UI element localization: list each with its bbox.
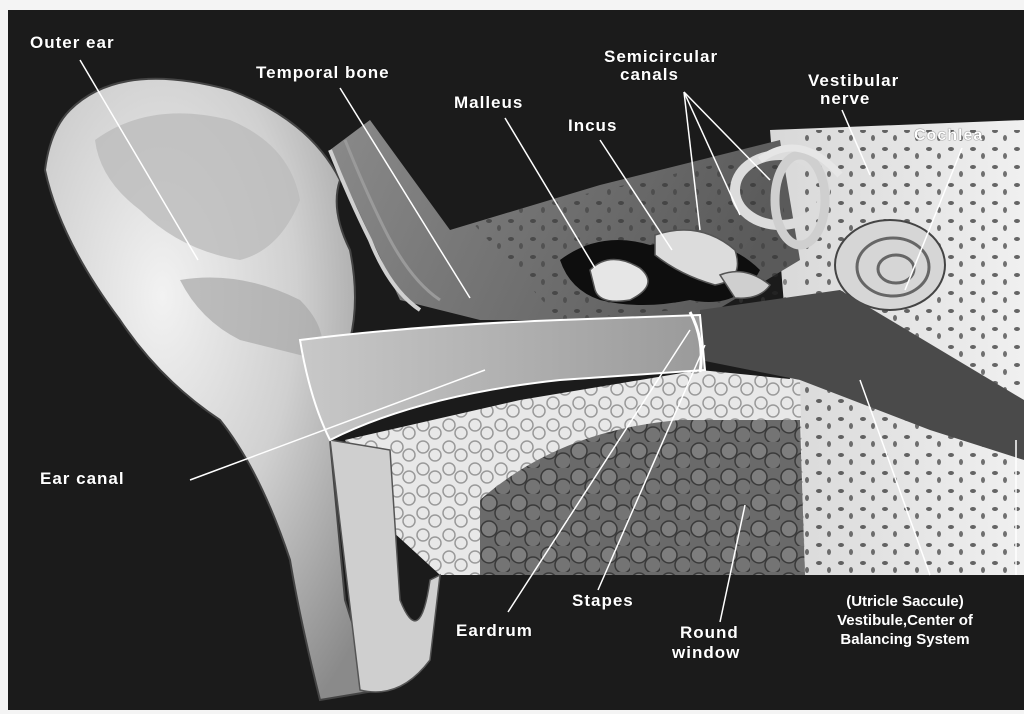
- label-temporal-bone: Temporal bone: [256, 64, 390, 82]
- label-vestibular-nerve-line2: nerve: [820, 90, 870, 108]
- caption-vestibule: (Utricle Saccule) Vestibule,Center of Ba…: [800, 592, 1010, 649]
- label-semicircular-canals-line2: canals: [620, 66, 679, 84]
- label-outer-ear: Outer ear: [30, 34, 115, 52]
- label-malleus: Malleus: [454, 94, 523, 112]
- label-round-window-line1: Round: [680, 624, 739, 642]
- label-ear-canal: Ear canal: [40, 470, 125, 488]
- caption-line-2: Vestibule,Center of: [800, 611, 1010, 630]
- label-round-window-line2: window: [672, 644, 740, 662]
- label-incus: Incus: [568, 117, 617, 135]
- label-eardrum: Eardrum: [456, 622, 533, 640]
- label-vestibular-nerve-line1: Vestibular: [808, 72, 899, 90]
- label-cochlea: Cochlea: [914, 128, 983, 145]
- label-stapes: Stapes: [572, 592, 634, 610]
- caption-line-1: (Utricle Saccule): [800, 592, 1010, 611]
- label-semicircular-canals-line1: Semicircular: [604, 48, 718, 66]
- caption-line-3: Balancing System: [800, 630, 1010, 649]
